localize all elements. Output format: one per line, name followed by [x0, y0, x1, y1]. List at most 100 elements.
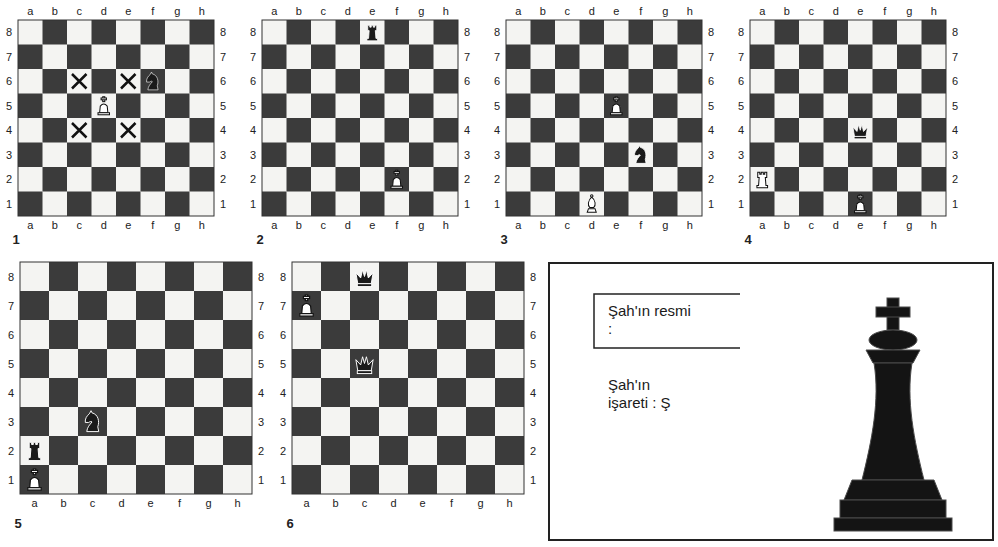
file-letter: c [362, 497, 368, 509]
file-letter: b [540, 5, 546, 17]
file-letter: b [296, 219, 302, 231]
file-letter: d [589, 5, 595, 17]
rank-number: 6 [220, 75, 226, 87]
rank-number: 1 [494, 198, 500, 210]
file-letter: d [833, 5, 839, 17]
black-knight [147, 72, 159, 90]
rank-number: 1 [464, 198, 470, 210]
rank-number: 4 [738, 124, 744, 136]
file-letter: f [883, 5, 886, 17]
rank-number: 7 [708, 51, 714, 63]
rank-number: 6 [464, 75, 470, 87]
rank-number: 1 [258, 474, 264, 486]
rank-number: 4 [6, 124, 12, 136]
rank-number: 7 [8, 300, 14, 312]
rank-number: 3 [280, 416, 286, 428]
rank-number: 2 [738, 173, 744, 185]
file-letter: a [27, 219, 33, 231]
rank-number: 7 [250, 51, 256, 63]
chess-board [20, 262, 252, 494]
black-rook [28, 442, 40, 460]
rank-number: 1 [952, 198, 958, 210]
rank-number: 4 [494, 124, 500, 136]
file-letter: f [639, 5, 642, 17]
file-letter: g [174, 219, 180, 231]
file-letter: g [477, 497, 483, 509]
diagram-number: 2 [256, 233, 263, 247]
file-letter: e [857, 219, 863, 231]
diagram-number: 3 [500, 233, 507, 247]
file-letter: a [31, 497, 37, 509]
file-letter: e [125, 219, 131, 231]
file-letter: f [178, 497, 181, 509]
rank-number: 8 [250, 26, 256, 38]
file-letter: h [931, 219, 937, 231]
file-letter: c [809, 5, 815, 17]
rank-number: 8 [258, 271, 264, 283]
file-letter: a [759, 219, 765, 231]
file-letter: c [321, 5, 327, 17]
file-letter: h [931, 5, 937, 17]
file-letter: d [345, 5, 351, 17]
diagram-number: 4 [744, 233, 751, 247]
white-king [300, 295, 313, 316]
rank-number: 3 [6, 149, 12, 161]
file-letter: d [118, 497, 124, 509]
rank-number: 2 [280, 445, 286, 457]
file-letter: b [52, 5, 58, 17]
chess-board [18, 20, 214, 216]
rank-number: 5 [258, 358, 264, 370]
file-letter: d [345, 219, 351, 231]
box-text: Şah'ın işareti : Ş [608, 376, 693, 412]
file-letter: h [687, 219, 693, 231]
black-queen [356, 270, 373, 287]
rank-number: 6 [250, 75, 256, 87]
file-letter: e [369, 219, 375, 231]
file-letter: c [565, 219, 571, 231]
rank-number: 4 [464, 124, 470, 136]
rank-number: 1 [708, 198, 714, 210]
rank-number: 6 [708, 75, 714, 87]
rank-number: 4 [952, 124, 958, 136]
file-letter: g [418, 5, 424, 17]
file-letter: g [418, 219, 424, 231]
rank-number: 4 [708, 124, 714, 136]
black-rook [367, 25, 378, 41]
rank-number: 2 [952, 173, 958, 185]
rank-number: 2 [258, 445, 264, 457]
file-letter: g [906, 5, 912, 17]
rank-number: 3 [8, 416, 14, 428]
file-letter: d [101, 5, 107, 17]
file-letter: f [639, 219, 642, 231]
rank-number: 2 [708, 173, 714, 185]
file-letter: g [174, 5, 180, 17]
file-letter: c [321, 219, 327, 231]
rank-number: 6 [952, 75, 958, 87]
file-letter: c [90, 497, 96, 509]
rank-number: 1 [250, 198, 256, 210]
file-letter: a [759, 5, 765, 17]
file-letter: c [565, 5, 571, 17]
file-letter: h [687, 5, 693, 17]
rank-number: 8 [494, 26, 500, 38]
chess-board [750, 20, 946, 216]
king-picture [834, 298, 952, 531]
rank-number: 7 [280, 300, 286, 312]
file-letter: f [883, 219, 886, 231]
rank-number: 5 [494, 100, 500, 112]
file-letter: b [52, 219, 58, 231]
rank-number: 4 [8, 387, 14, 399]
rank-number: 3 [530, 416, 536, 428]
rank-number: 6 [494, 75, 500, 87]
rank-number: 5 [8, 358, 14, 370]
file-letter: h [443, 5, 449, 17]
black-knight [635, 146, 647, 164]
black-queen [853, 125, 868, 139]
rank-number: 7 [6, 51, 12, 63]
rank-number: 6 [738, 75, 744, 87]
chess-board [292, 262, 524, 494]
rank-number: 2 [6, 173, 12, 185]
rank-number: 2 [530, 445, 536, 457]
rank-number: 4 [220, 124, 226, 136]
